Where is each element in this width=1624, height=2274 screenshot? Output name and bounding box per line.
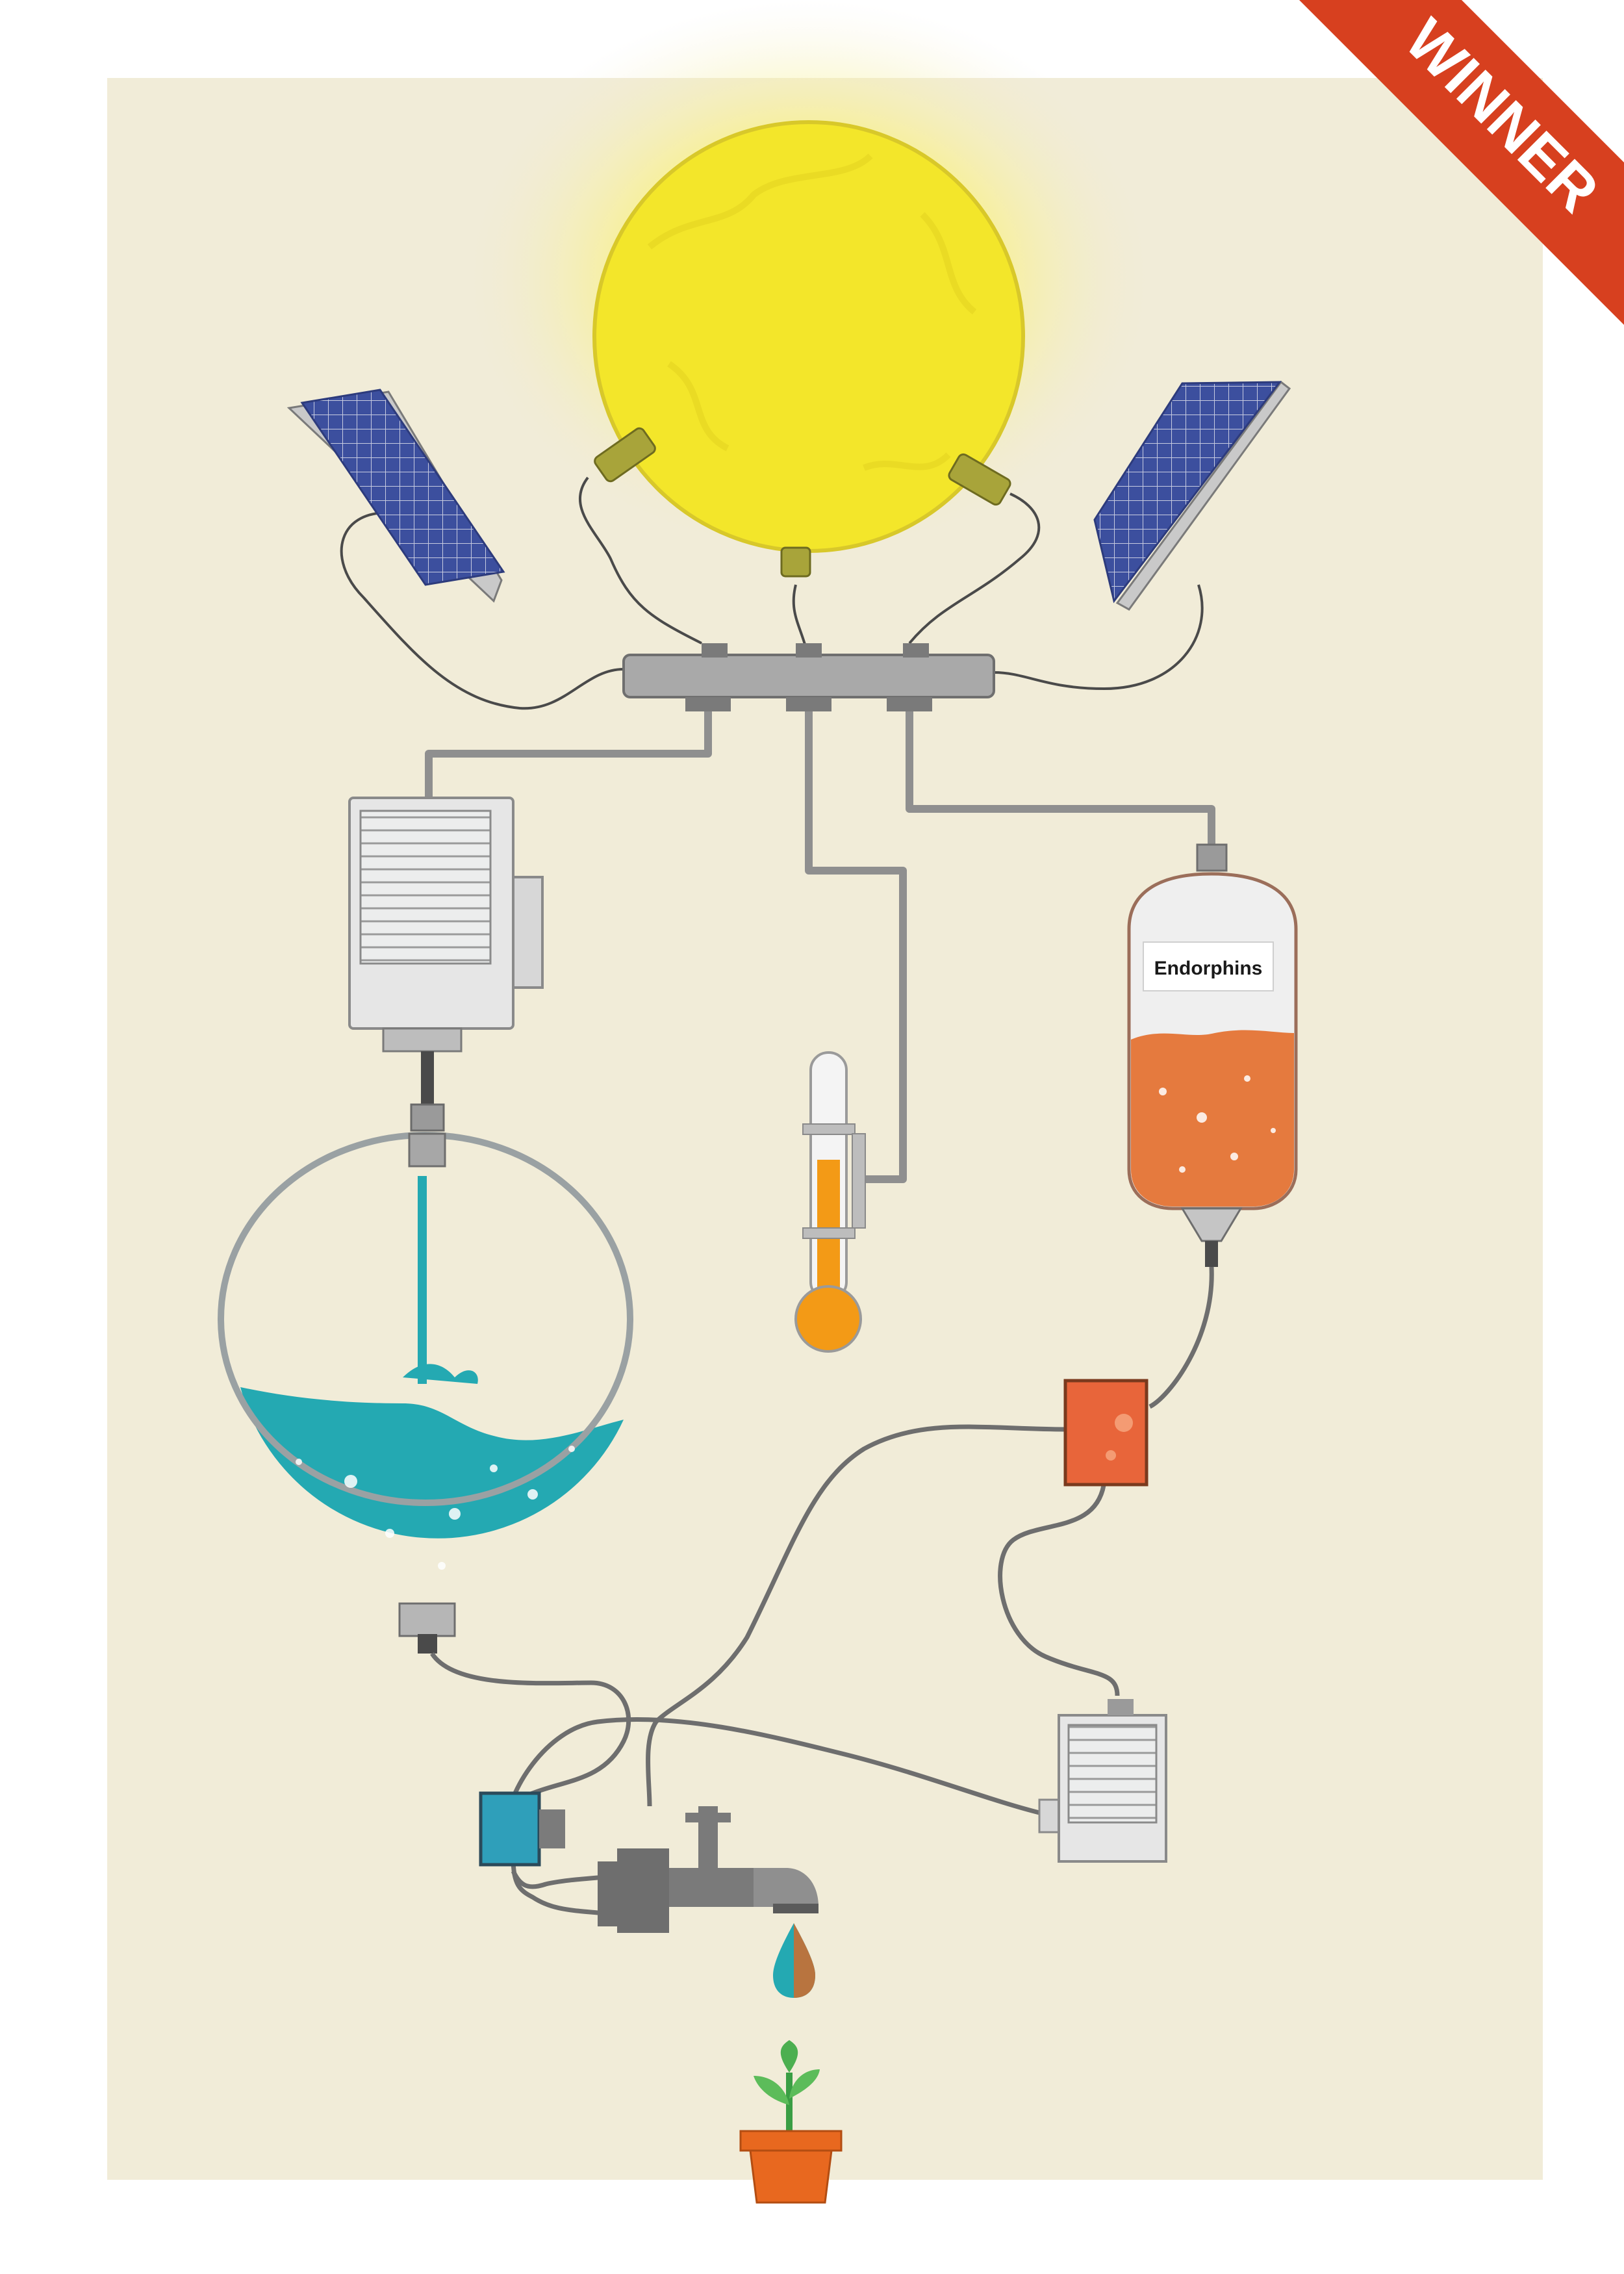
wires xyxy=(340,476,1204,710)
tap-icon xyxy=(598,1806,818,1933)
pipes xyxy=(425,711,1215,1183)
control-box-icon xyxy=(479,1791,565,1867)
solar-panel-icon xyxy=(286,389,505,603)
pot-icon xyxy=(739,2130,843,2204)
heater-unit-icon xyxy=(348,797,544,1132)
winner-ribbon: WINNER xyxy=(1299,0,1624,325)
plant-icon xyxy=(754,2040,820,2134)
junction-box-icon xyxy=(622,643,995,711)
sun-icon xyxy=(592,120,1025,553)
tank-label: Endorphins xyxy=(1154,958,1263,979)
pump-unit-icon xyxy=(1038,1699,1167,1863)
solar-panel-icon xyxy=(1093,380,1291,611)
droplet-icon xyxy=(773,1923,815,1998)
iv-bag-icon: Endorphins xyxy=(1127,843,1298,1267)
sun-probe xyxy=(594,427,1011,578)
thermometer-icon xyxy=(794,1051,866,1353)
control-box-icon xyxy=(1063,1379,1148,1487)
water-flask-icon xyxy=(218,1132,633,1654)
